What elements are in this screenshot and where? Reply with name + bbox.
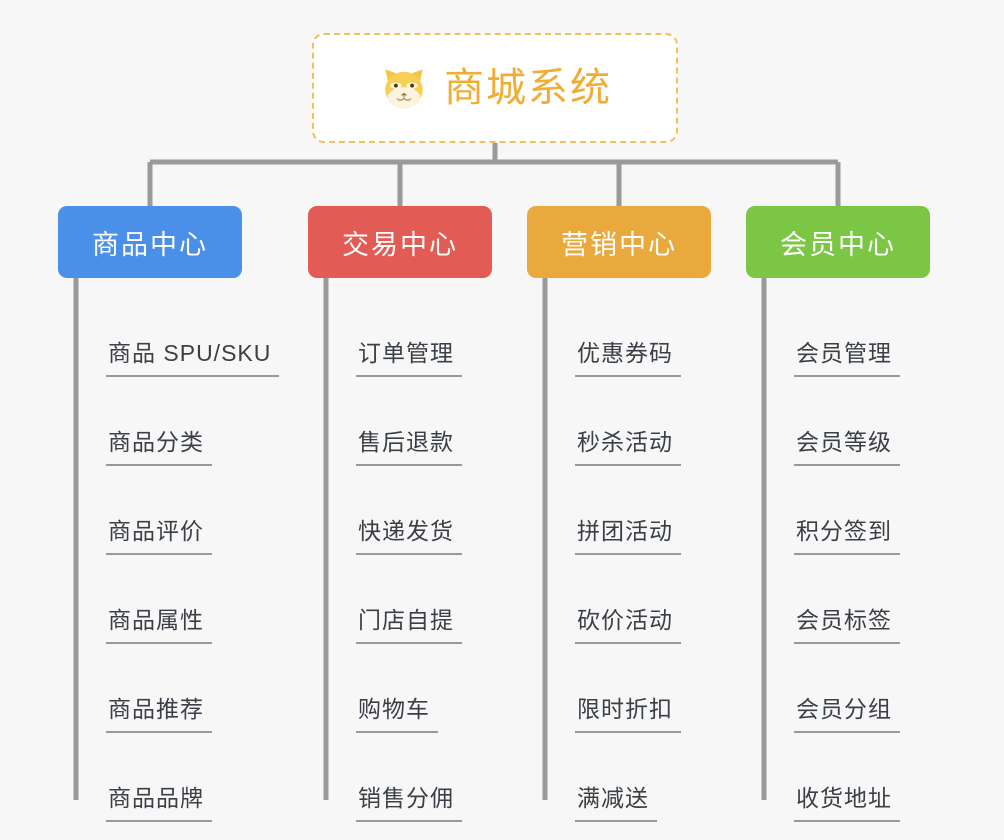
root-title: 商城系统 — [444, 66, 612, 110]
leaf-label: 秒杀活动 — [575, 429, 681, 466]
leaf-label: 销售分佣 — [356, 785, 462, 822]
leaf-label: 商品品牌 — [106, 785, 212, 822]
category-box-1[interactable]: 商品中心 — [58, 206, 242, 278]
leaf-item[interactable]: 优惠券码 — [545, 288, 681, 377]
leaf-label: 会员等级 — [794, 429, 900, 466]
leaf-label: 门店自提 — [356, 607, 462, 644]
leaf-label: 快递发货 — [356, 518, 462, 555]
leaf-item[interactable]: 砍价活动 — [545, 555, 681, 644]
leaf-label: 商品评价 — [106, 518, 212, 555]
leaf-label: 商品属性 — [106, 607, 212, 644]
category-box-3[interactable]: 营销中心 — [527, 206, 711, 278]
leaf-label: 积分签到 — [794, 518, 900, 555]
leaf-item[interactable]: 商品推荐 — [76, 644, 279, 733]
leaf-column-1: 商品 SPU/SKU 商品分类 商品评价 商品属性 商品推荐 商品品牌 — [76, 288, 280, 822]
leaf-item[interactable]: 购物车 — [326, 644, 462, 733]
leaf-label: 优惠券码 — [575, 340, 681, 377]
leaf-label: 订单管理 — [356, 340, 462, 377]
leaf-item[interactable]: 商品属性 — [76, 555, 279, 644]
category-label-1: 商品中心 — [92, 229, 208, 260]
leaf-item[interactable]: 会员分组 — [764, 644, 900, 733]
category-box-2[interactable]: 交易中心 — [308, 206, 492, 278]
leaf-column-2: 订单管理 售后退款 快递发货 门店自提 购物车 销售分佣 — [326, 288, 462, 822]
category-box-4[interactable]: 会员中心 — [746, 206, 930, 278]
leaf-label: 砍价活动 — [575, 607, 681, 644]
leaf-label: 会员管理 — [794, 340, 900, 377]
leaf-label: 商品推荐 — [106, 696, 212, 733]
root-node[interactable]: 商城系统 — [312, 33, 678, 143]
leaf-label: 会员分组 — [794, 696, 900, 733]
category-label-4: 会员中心 — [780, 229, 896, 260]
leaf-item[interactable]: 收货地址 — [764, 733, 900, 822]
leaf-item[interactable]: 商品品牌 — [76, 733, 279, 822]
leaf-item[interactable]: 秒杀活动 — [545, 377, 681, 466]
leaf-item[interactable]: 会员等级 — [764, 377, 900, 466]
category-label-3: 营销中心 — [561, 229, 677, 260]
leaf-label: 拼团活动 — [575, 518, 681, 555]
leaf-item[interactable]: 拼团活动 — [545, 466, 681, 555]
leaf-item[interactable]: 满减送 — [545, 733, 681, 822]
leaf-item[interactable]: 积分签到 — [764, 466, 900, 555]
leaf-label: 购物车 — [356, 696, 438, 733]
leaf-item[interactable]: 限时折扣 — [545, 644, 681, 733]
leaf-label: 商品分类 — [106, 429, 212, 466]
leaf-item[interactable]: 会员管理 — [764, 288, 900, 377]
leaf-label: 售后退款 — [356, 429, 462, 466]
shiba-dog-face-icon — [385, 69, 423, 110]
category-label-2: 交易中心 — [342, 229, 458, 260]
leaf-item[interactable]: 商品评价 — [76, 466, 279, 555]
leaf-label: 商品 SPU/SKU — [106, 340, 280, 377]
leaf-label: 会员标签 — [794, 607, 900, 644]
leaf-item[interactable]: 门店自提 — [326, 555, 462, 644]
leaf-column-3: 优惠券码 秒杀活动 拼团活动 砍价活动 限时折扣 满减送 — [545, 288, 681, 822]
leaf-item[interactable]: 商品 SPU/SKU — [76, 288, 280, 377]
leaf-label: 满减送 — [575, 785, 657, 822]
leaf-column-4: 会员管理 会员等级 积分签到 会员标签 会员分组 收货地址 — [764, 288, 900, 822]
leaf-label: 限时折扣 — [575, 696, 681, 733]
leaf-label: 收货地址 — [794, 785, 900, 822]
leaf-item[interactable]: 会员标签 — [764, 555, 900, 644]
leaf-item[interactable]: 订单管理 — [326, 288, 462, 377]
leaf-item[interactable]: 销售分佣 — [326, 733, 462, 822]
leaf-item[interactable]: 商品分类 — [76, 377, 279, 466]
leaf-item[interactable]: 快递发货 — [326, 466, 462, 555]
leaf-item[interactable]: 售后退款 — [326, 377, 462, 466]
